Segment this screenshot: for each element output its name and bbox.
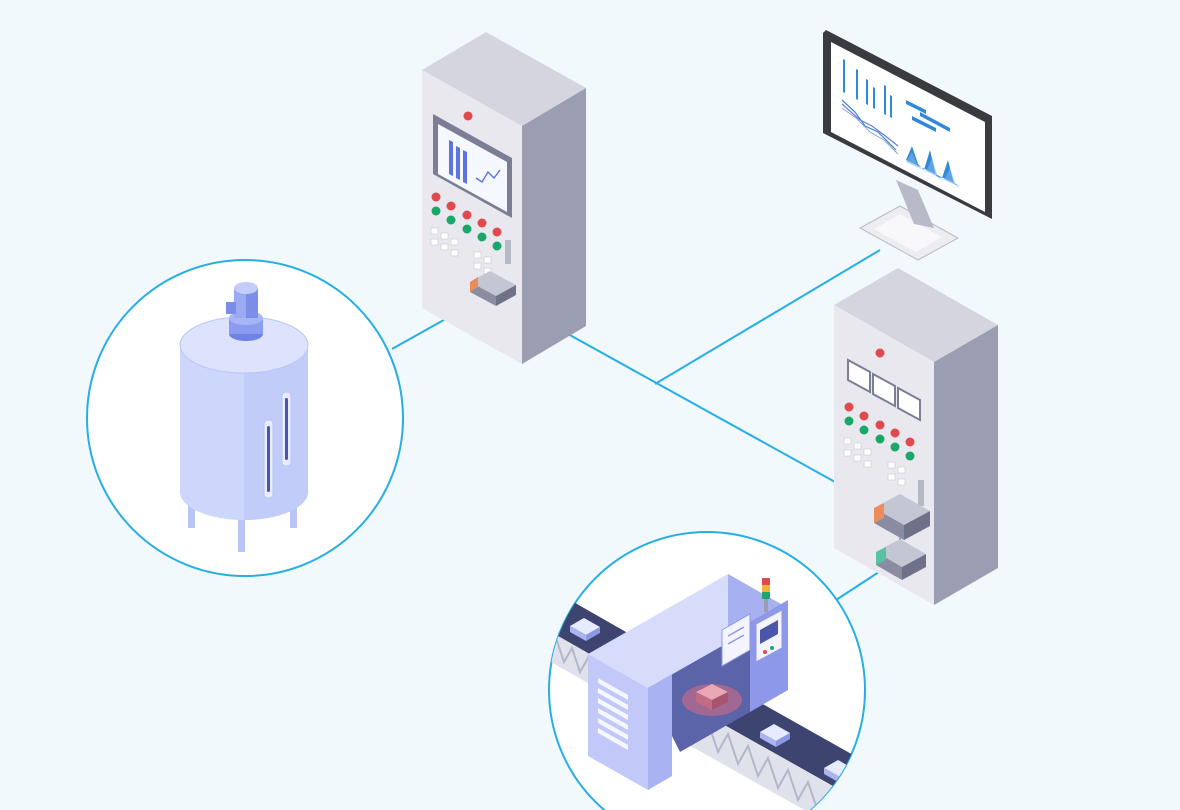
cabinet-1-plc-module[interactable] — [470, 271, 516, 306]
cabinet-2-slot — [918, 480, 924, 506]
cabinet-1-hmi-screen — [433, 114, 512, 218]
edge-cabinet-2-to-conveyor — [835, 569, 883, 601]
inspection-conveyor-callout[interactable] — [530, 531, 880, 810]
cabinet-2-top — [834, 268, 998, 362]
edge-monitor-to-junction — [654, 249, 881, 385]
scanned-package — [696, 684, 728, 710]
cabinet-2-display-windows — [847, 358, 921, 422]
machine-front-side — [648, 674, 672, 790]
machine-vent-slots — [598, 678, 628, 750]
control-cabinet-2[interactable] — [834, 268, 998, 605]
conveyor-machine-icon — [549, 574, 865, 810]
cabinet-2-plc-module-primary[interactable] — [874, 494, 930, 540]
cabinet-1-lamp — [463, 111, 473, 121]
monitor-neck — [896, 180, 934, 228]
monitor-base-inner — [874, 214, 942, 252]
cabinet-2-side — [934, 325, 998, 605]
cabinet-2-plc-module-secondary[interactable] — [876, 539, 926, 580]
monitor[interactable] — [823, 30, 992, 261]
cabinet-2-keypad — [843, 437, 906, 486]
cabinet-2-lamp — [875, 348, 885, 358]
cabinet-1-buttons — [431, 192, 502, 251]
conveyor-packages — [570, 618, 854, 783]
mixing-tank-callout[interactable] — [86, 259, 404, 577]
cabinet-1-keypad — [430, 227, 492, 275]
cabinet-1-side — [522, 88, 586, 364]
cabinet-1-top — [422, 32, 586, 126]
mixing-tank-icon — [179, 282, 309, 552]
control-cabinet-1[interactable] — [422, 32, 586, 364]
stack-light-icon — [762, 578, 770, 612]
monitor-dashboard-charts — [841, 59, 962, 188]
machine-control-panel — [721, 609, 783, 667]
cabinet-1-slot — [505, 240, 511, 264]
cabinet-2-buttons — [844, 402, 915, 461]
